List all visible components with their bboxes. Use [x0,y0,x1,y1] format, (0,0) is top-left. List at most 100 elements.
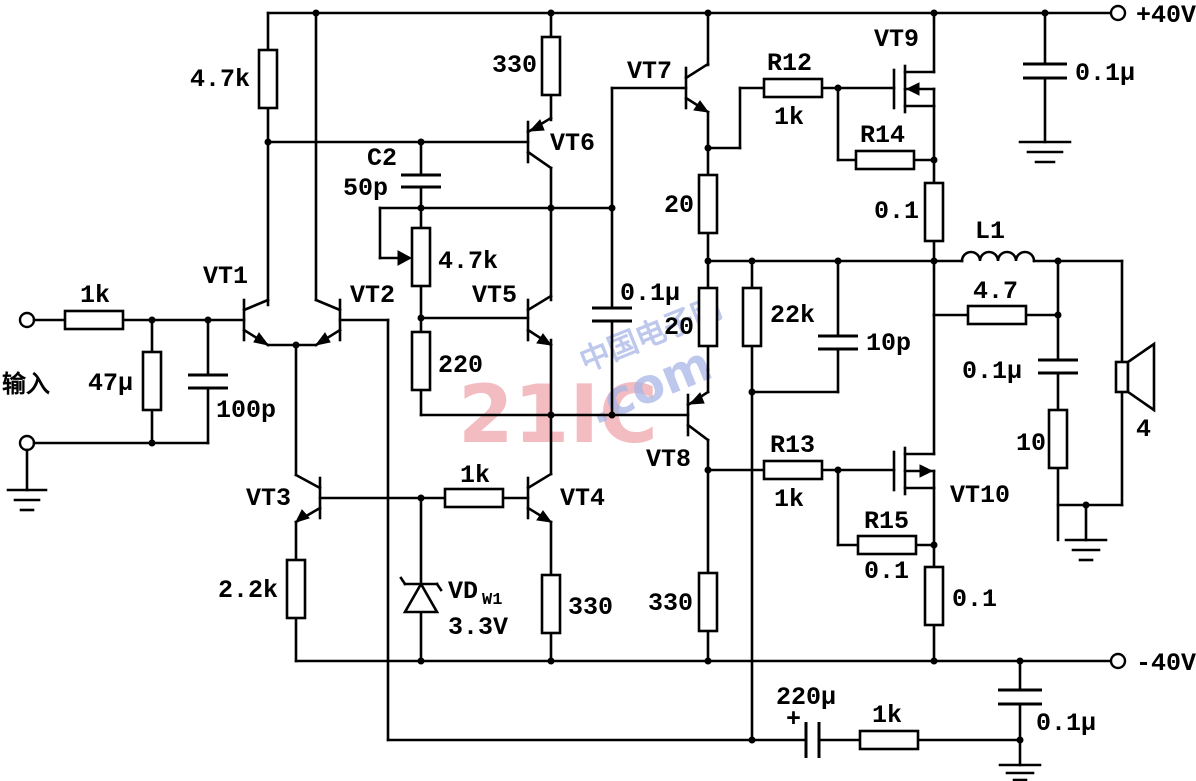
r12-name: R12 [767,49,812,78]
vt10-source-value: 0.1 [952,585,997,614]
c2-name: C2 [367,144,397,173]
negative-terminal[interactable] [1109,652,1127,670]
vbe-multiplier: 4.7k 220 VT5 [378,204,690,419]
feedback-dc-path: + 220μ 1k [386,683,1024,758]
negative-bypass-value: 0.1μ [1036,709,1096,738]
feedback-resistor-value: 22k [770,301,815,330]
input-terminal-signal[interactable] [18,311,36,329]
vt3-emitter-value: 2.2k [218,576,278,605]
vt6-transistor: VT6 [526,116,595,170]
speaker-impedance: 4 [1136,415,1151,444]
vt4-transistor: VT4 [526,472,605,524]
r15-name: R15 [864,507,909,536]
output-lower: R13 1k R15 0.1 VT10 0.1 [706,313,1010,665]
vt10-source-resistor [923,565,945,627]
r13-resistor [762,459,824,481]
positive-rail: +40V [266,1,1196,30]
zobel-series-resistor [966,304,1028,326]
vt1-load-value: 4.7k [190,65,250,94]
vt3-emitter-resistor [285,558,307,620]
vt6-emitter-value: 330 [492,51,537,80]
zener-name: VD [448,577,478,606]
positive-supply-bypass: 0.1μ [1018,9,1135,164]
vbe-lower-resistor [410,330,432,392]
negative-rail: -40V [294,649,1196,678]
feedback-dc-value: 220μ [776,683,836,712]
positive-bypass-value: 0.1μ [1075,59,1135,88]
zobel-series-value: 4.7 [973,277,1018,306]
vt4-label: VT4 [560,484,605,513]
vt3-label: VT3 [246,484,291,513]
vbe-potentiometer [410,226,432,288]
vt4-current-source: 1k VT4 330 [443,338,613,663]
vt1-label: VT1 [203,262,248,291]
differential-pair: 4.7k VT1 VT2 [190,11,530,742]
driver-bypass-value: 0.1μ [620,279,680,308]
zener-value: 3.3V [448,613,508,642]
vt8-collector-value: 330 [648,589,693,618]
vt10-label: VT10 [950,481,1010,510]
vt3-transistor: VT3 [246,473,322,524]
vt2-transistor: VT2 [314,281,395,347]
input-section: 输入 1k 47μ 100p [2,281,276,512]
vt6-emitter-resistor [540,35,562,97]
vt2-label: VT2 [350,281,395,310]
r12-resistor [762,77,824,99]
output-filter: L1 4.7 0.1μ 10 4 [932,217,1156,562]
speaker: 4 [1114,259,1156,507]
positive-supply-label: +40V [1136,1,1196,30]
vt4-emitter-resistor [540,573,562,635]
r13-name: R13 [770,431,815,460]
c2-compensation: C2 50p [343,138,441,210]
vt3-current-source: VT3 2.2k [218,473,530,663]
r13-value: 1k [774,485,804,514]
driver-stage: VT7 20 20 VT8 330 [610,9,719,665]
vt6-voltage-amplifier: 330 VT6 [492,11,614,302]
c2-value: 50p [343,174,388,203]
vt7-emitter-value: 20 [664,191,694,220]
input-terminal-ground[interactable] [18,434,36,452]
driver-bypass: 0.1μ [592,86,680,417]
vt6-label: VT6 [550,129,595,158]
zobel-shunt-value: 10 [1016,429,1046,458]
r14-name: R14 [860,121,905,150]
vt7-label: VT7 [627,57,672,86]
positive-terminal[interactable] [1109,4,1127,22]
vt5-label: VT5 [472,281,517,310]
r14-resistor [854,149,916,171]
feedback-resistor [741,286,763,348]
vt4-base-resistor [443,487,505,509]
vt7-transistor: VT7 [627,57,710,114]
pot-wiper-arrow [397,250,413,266]
vt5-transistor: VT5 [472,281,553,347]
input-capacitor-value: 100p [216,396,276,425]
input-resistor-value: 1k [80,281,110,310]
input-shunt-resistor [141,350,163,412]
input-shunt-value: 47μ [88,369,133,398]
l1-inductor [960,250,1036,263]
r15-resistor [856,534,918,556]
output-upper: R12 1k R14 VT9 0.1 [706,9,945,263]
zener-diode: VD W1 3.3V [399,496,508,663]
vt8-emitter-value: 20 [664,313,694,342]
vt8-transistor: VT8 [646,390,710,474]
output-node: 22k 10p [706,257,964,742]
vt9-source-resistor [923,181,945,243]
vbe-lower-value: 220 [438,351,483,380]
feedback-dc-polarity: + [786,705,801,734]
r15-value: 0.1 [864,557,909,586]
vt8-label: VT8 [646,445,691,474]
l1-name: L1 [975,217,1005,246]
vt7-emitter-resistor [697,173,719,235]
vt9-source-value: 0.1 [874,197,919,226]
negative-supply-label: -40V [1136,649,1196,678]
feedback-ground-resistor [858,729,920,751]
vt9-transistor: VT9 [874,25,936,114]
feedback-ground-value: 1k [872,701,902,730]
feedback-capacitor-value: 10p [866,329,911,358]
vt1-transistor: VT1 [203,262,270,347]
zobel-shunt-resistor [1047,408,1069,470]
vt4-base-value: 1k [460,461,490,490]
vt8-collector-resistor [697,571,719,633]
